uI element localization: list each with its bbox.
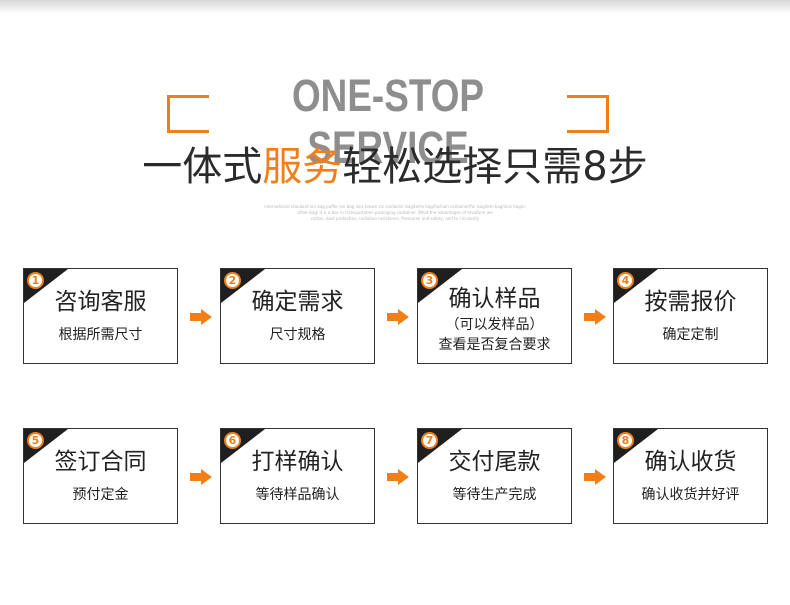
- tiny-caption-line-1: international standard ion bag puffer io…: [264, 204, 526, 209]
- step-description: 预付定金: [72, 487, 129, 503]
- step-title: 签订合同: [54, 449, 147, 475]
- step-number-badge: 8: [617, 432, 634, 449]
- step-number-badge: 3: [421, 272, 438, 289]
- step-description: 确认收货并好评: [641, 487, 740, 503]
- step-card-3: 3 确认样品 （可以发样品） 查看是否复合要求: [417, 268, 572, 364]
- step-number-badge: 5: [27, 432, 44, 449]
- top-shadow: [0, 0, 790, 14]
- step-number-badge: 4: [617, 272, 634, 289]
- step-description: 确定定制: [662, 327, 719, 343]
- step-description: 尺寸规格: [269, 327, 326, 343]
- tiny-caption-line-2: other bag/ it is a box in transportation…: [297, 210, 493, 215]
- step-card-6: 6 打样确认 等待样品确认: [220, 428, 375, 524]
- step-title: 咨询客服: [54, 289, 147, 315]
- step-description: 根据所需尺寸: [58, 327, 143, 343]
- step-card-2: 2 确定需求 尺寸规格: [220, 268, 375, 364]
- step-card-7: 7 交付尾款 等待生产完成: [417, 428, 572, 524]
- step-card-4: 4 按需报价 确定定制: [613, 268, 768, 364]
- step-title: 按需报价: [644, 289, 737, 315]
- arrow-right-icon: [584, 309, 606, 325]
- step-note: （可以发样品）: [445, 317, 544, 333]
- step-title: 确认收货: [644, 449, 737, 475]
- step-title: 确认样品: [448, 286, 541, 312]
- arrow-right-icon: [387, 309, 409, 325]
- arrow-right-icon: [584, 469, 606, 485]
- step-title: 打样确认: [251, 449, 344, 475]
- arrow-right-icon: [190, 309, 212, 325]
- title-cn-highlight: 服务: [262, 144, 343, 190]
- step-number-badge: 2: [224, 272, 241, 289]
- title-cn-part2: 轻松选择只需8步: [342, 144, 648, 190]
- step-number-badge: 6: [224, 432, 241, 449]
- arrow-right-icon: [387, 469, 409, 485]
- step-card-5: 5 签订合同 预付定金: [23, 428, 178, 524]
- arrow-right-icon: [190, 469, 212, 485]
- title-cn-part1: 一体式: [142, 144, 263, 190]
- title-english: ONE-STOP SERVICE: [241, 70, 535, 174]
- step-number-badge: 7: [421, 432, 438, 449]
- title-bracket-left: [167, 95, 209, 133]
- step-card-1: 1 咨询客服 根据所需尺寸: [23, 268, 178, 364]
- tiny-caption-line-3: cotton, dust protection, radiation resis…: [310, 216, 480, 221]
- step-card-8: 8 确认收货 确认收货并好评: [613, 428, 768, 524]
- step-description: 等待样品确认: [255, 487, 340, 503]
- title-chinese: 一体式服务轻松选择只需8步: [0, 142, 790, 192]
- step-number-badge: 1: [27, 272, 44, 289]
- step-title: 交付尾款: [448, 449, 541, 475]
- title-bracket-right: [567, 95, 609, 133]
- step-description: 查看是否复合要求: [438, 337, 551, 353]
- step-title: 确定需求: [251, 289, 344, 315]
- step-description: 等待生产完成: [452, 487, 537, 503]
